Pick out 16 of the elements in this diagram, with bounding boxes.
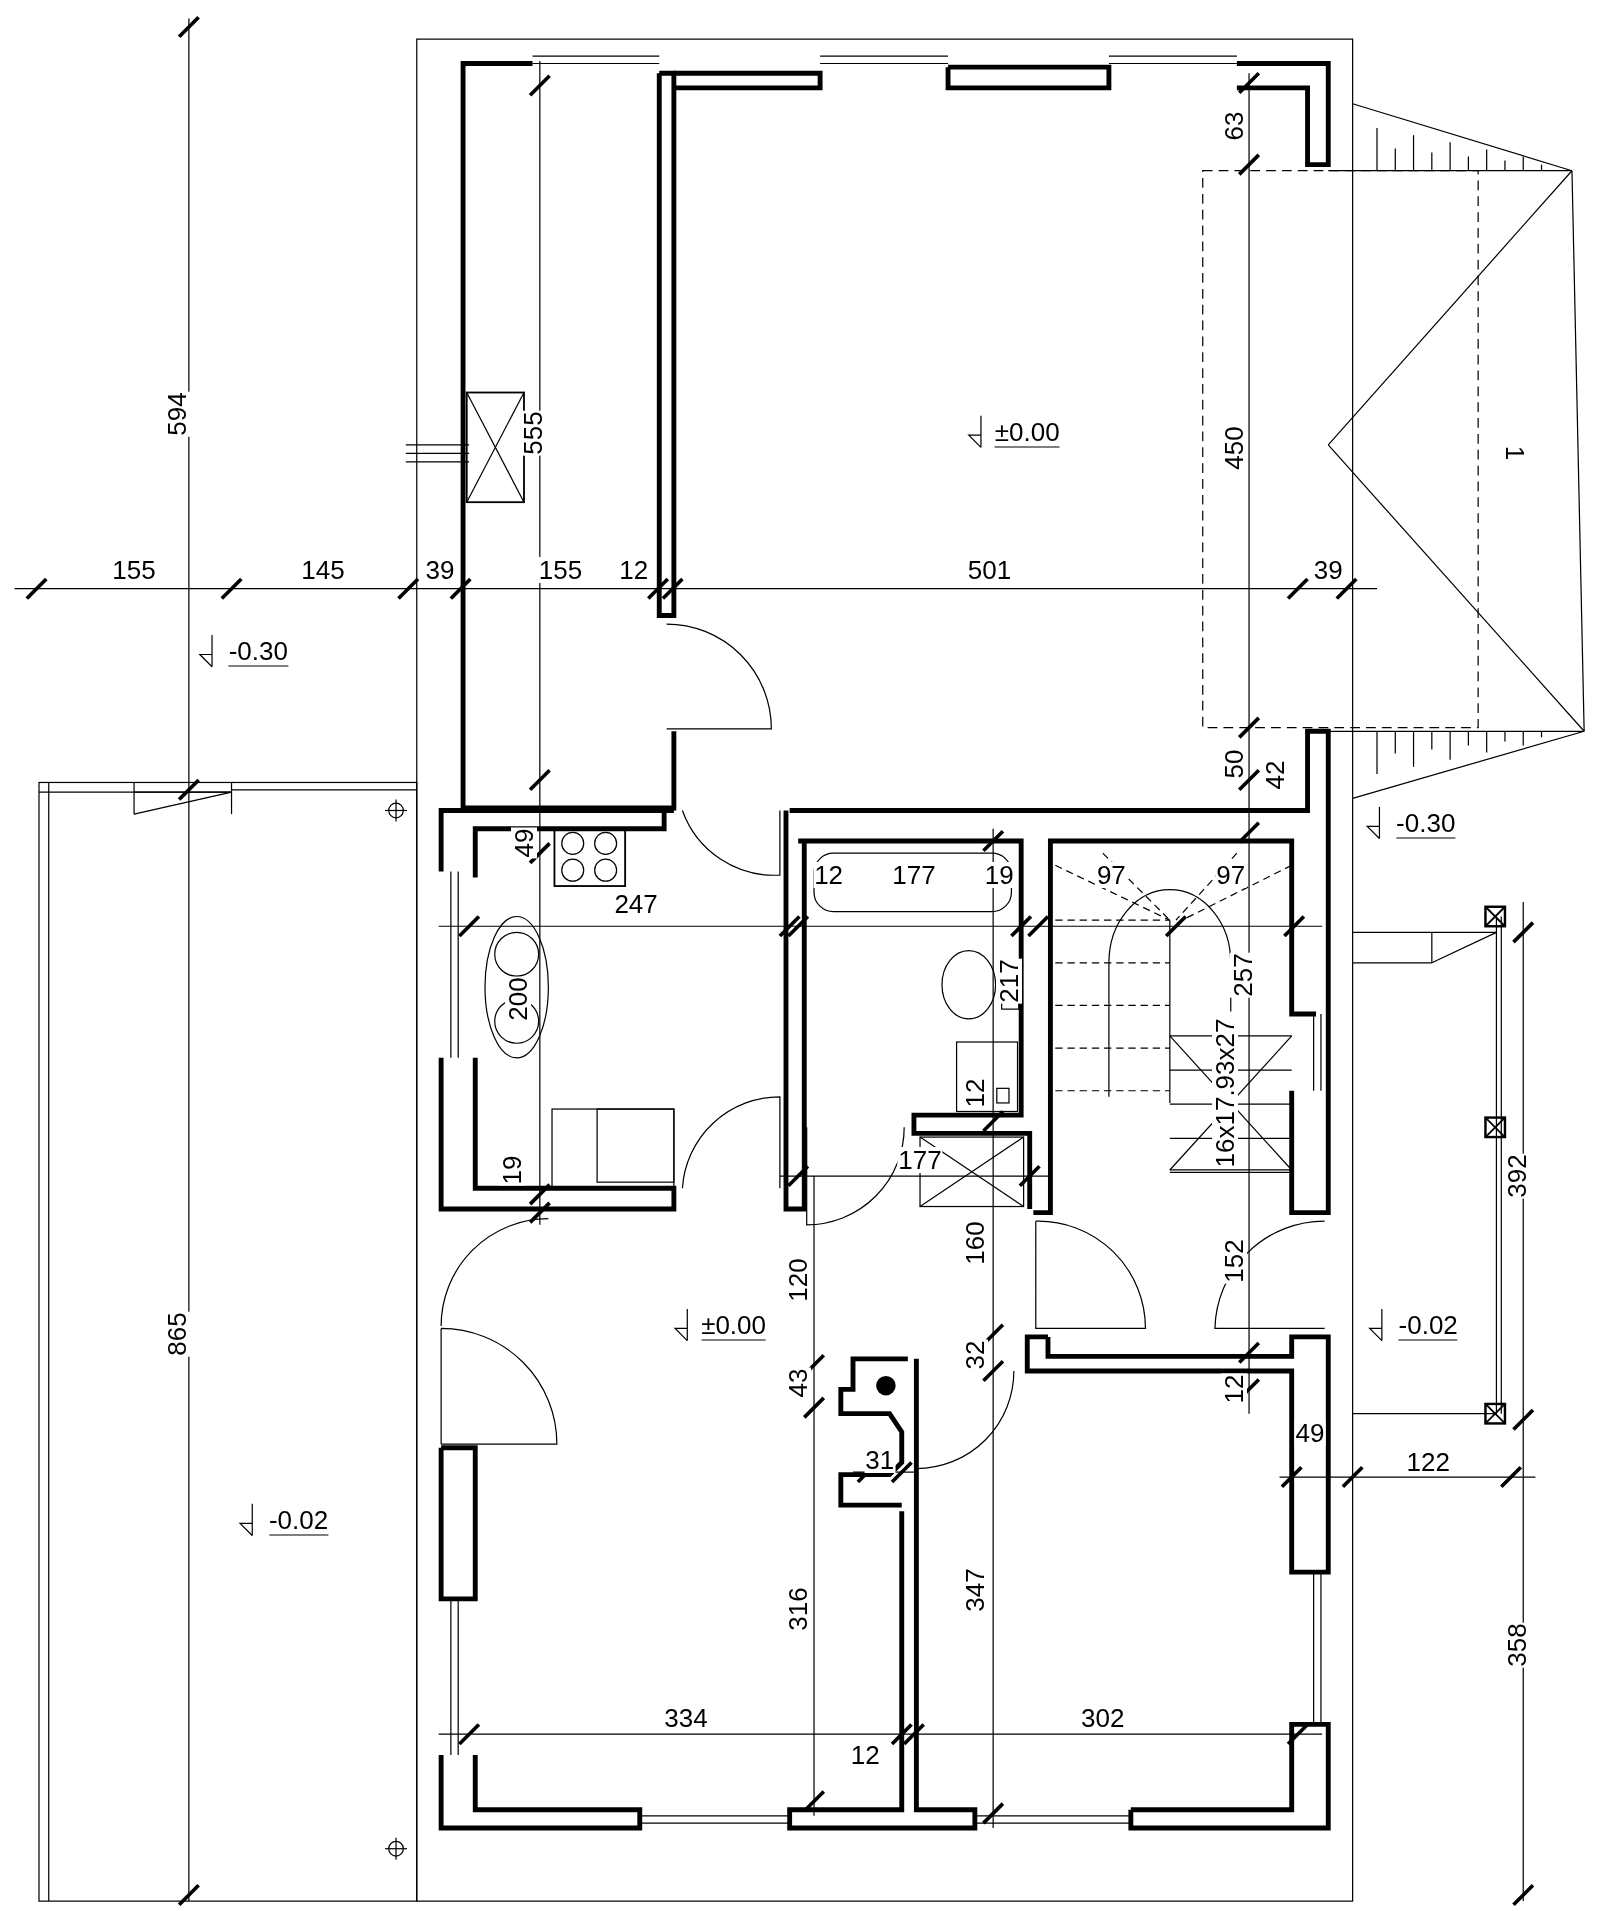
- level-label: ±0.00: [701, 1311, 766, 1341]
- level-label: ±0.00: [994, 418, 1060, 448]
- level-label: -0.30: [1396, 809, 1456, 839]
- dimension-label: 177: [897, 1147, 943, 1174]
- dimension-label: 49: [511, 827, 537, 859]
- level-label: -0.02: [1398, 1311, 1458, 1341]
- dimension-label: 16x17.93x27: [1211, 1017, 1238, 1169]
- dimension-label: 217: [996, 958, 1022, 1004]
- dimension-label: 19: [983, 861, 1015, 888]
- level-label: -0.30: [228, 637, 288, 667]
- dimension-label: 97: [1095, 861, 1127, 888]
- dimension-label: 97: [1215, 861, 1247, 888]
- dimension-label: 200: [504, 976, 531, 1022]
- dimension-label: 12: [813, 861, 845, 888]
- dimension-label: 155: [537, 557, 584, 584]
- level-label: -0.02: [268, 1506, 329, 1536]
